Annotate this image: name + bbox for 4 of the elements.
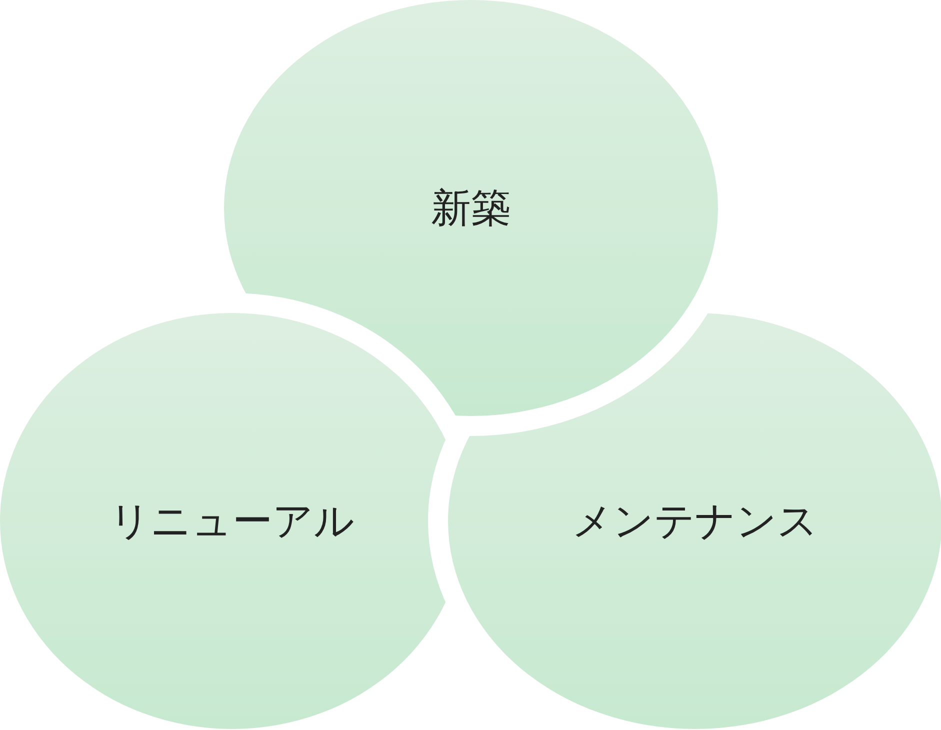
ellipse-label: 新築 [430, 184, 512, 234]
ellipse [224, 0, 718, 416]
ellipse-label: メンテナンス [571, 498, 819, 546]
ellipse-label: リニューアル [108, 498, 356, 546]
